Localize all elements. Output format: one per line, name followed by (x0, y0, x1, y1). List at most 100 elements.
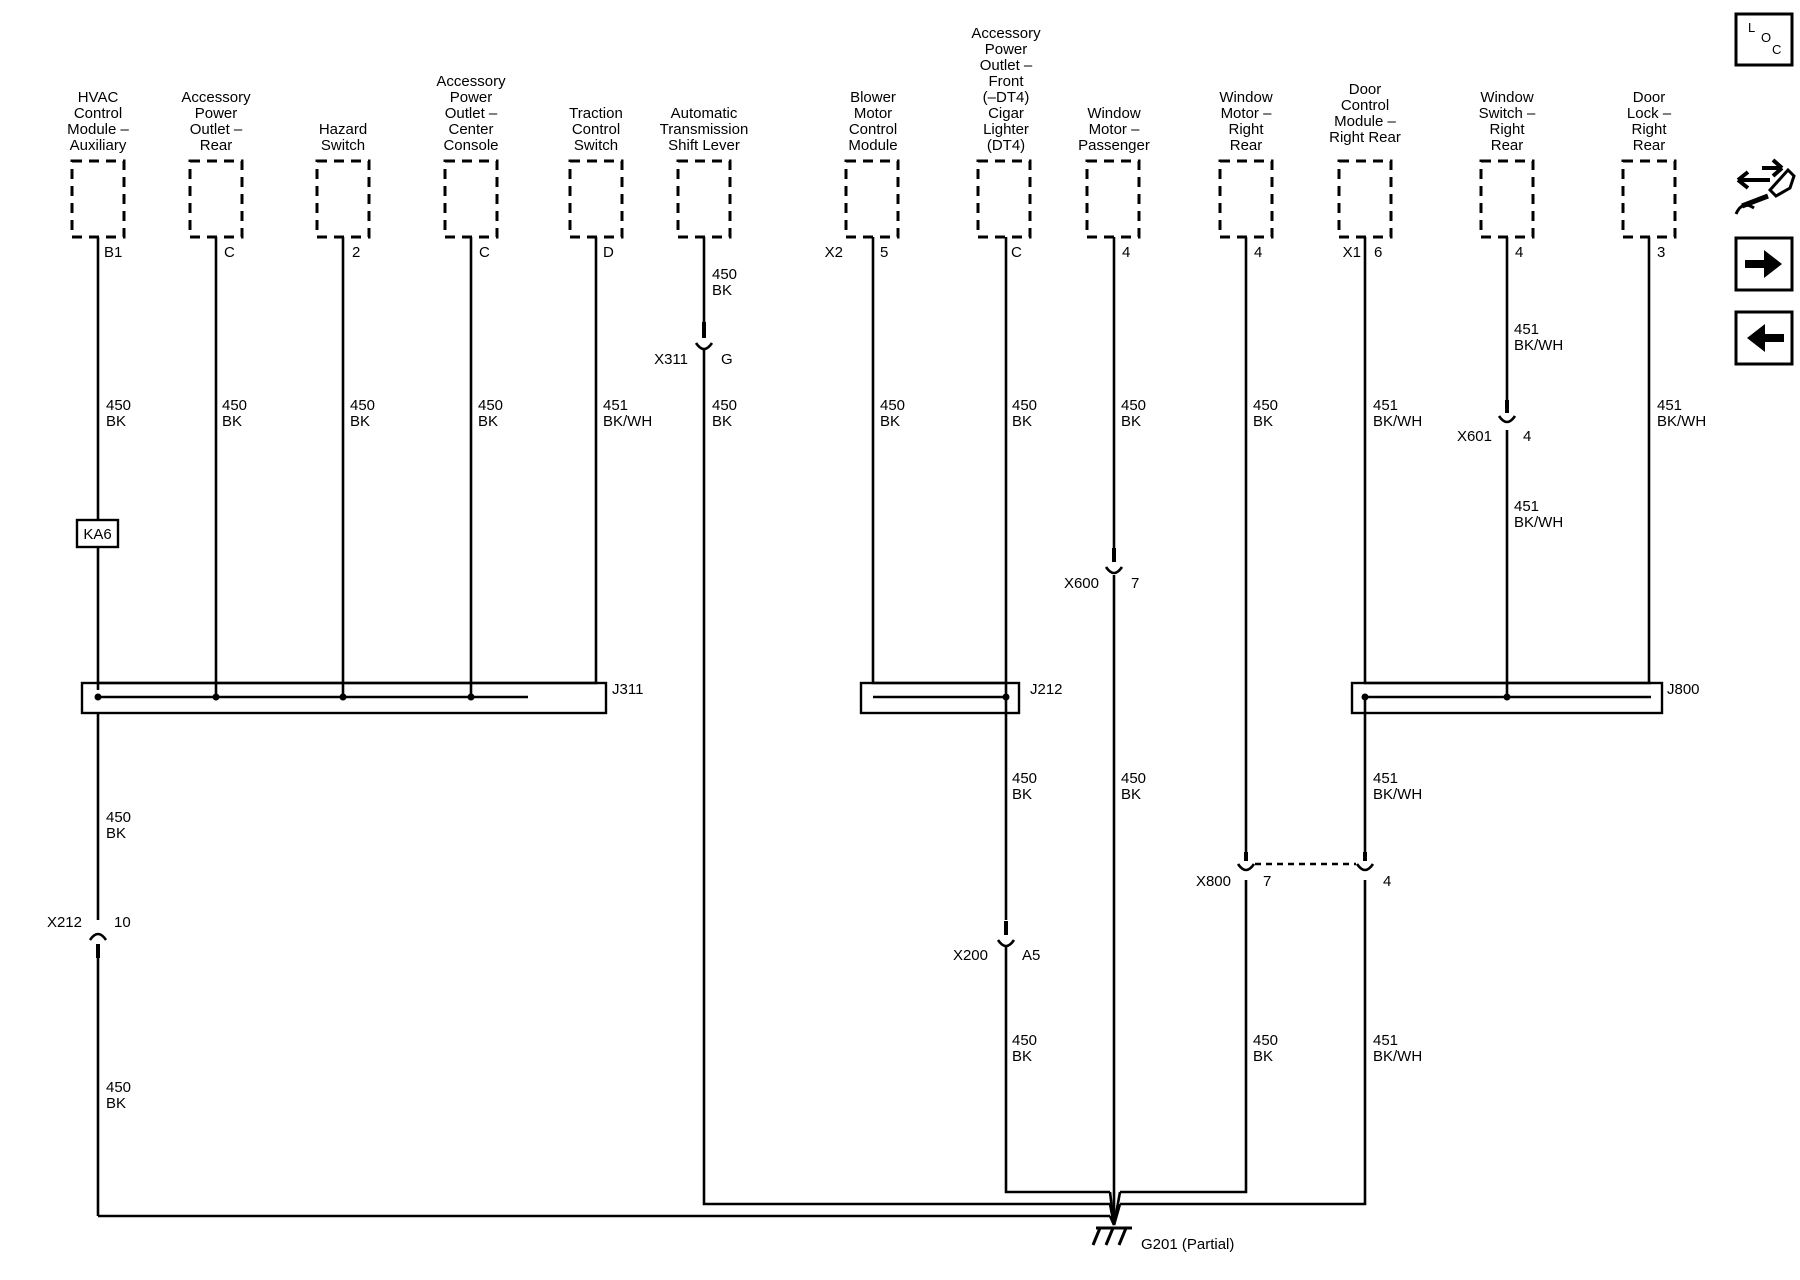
splice-label: J311 (612, 681, 643, 698)
inline-connector-pin: 10 (114, 914, 131, 931)
pin-label: 3 (1657, 244, 1665, 261)
nav-icons: L O C (1734, 12, 1796, 366)
wire-color: BK (880, 413, 900, 430)
component-name-line: Module – (67, 121, 129, 138)
wire-segment[interactable] (871, 237, 1006, 685)
inline-connector-label: X601 (1457, 428, 1492, 445)
component-name-line: Hazard (319, 121, 367, 138)
component-box-traction-switch[interactable] (568, 159, 624, 239)
splice-dot (1002, 693, 1010, 701)
component-box-apo-front[interactable] (976, 159, 1032, 239)
next-page-button[interactable] (1734, 236, 1794, 292)
connector-label: X1 (1343, 244, 1361, 261)
prev-page-button[interactable] (1734, 310, 1794, 366)
component-box-window-passenger[interactable] (1085, 159, 1141, 239)
component-name-line: Front (988, 73, 1024, 90)
component-name-line: Rear (1491, 137, 1524, 154)
component-box-window-switch-rr[interactable] (1479, 159, 1535, 239)
ka6-device[interactable]: KA6 (75, 518, 120, 549)
wire-segment[interactable] (1120, 880, 1248, 1194)
wire-circuit: 451 (1373, 1032, 1398, 1049)
wire-circuit: 450 (222, 397, 247, 414)
inline-connector-label: X200 (953, 947, 988, 964)
loc-button[interactable] (1734, 12, 1794, 67)
pin-label: B1 (104, 244, 122, 261)
component-name-line: Power (195, 105, 238, 122)
component-name-line: Automatic (671, 105, 738, 122)
wire-segment[interactable] (1004, 946, 1110, 1194)
arrow-right-icon (1745, 250, 1782, 278)
component-name-line: Center (448, 121, 493, 138)
wire-color: BK (1012, 1048, 1032, 1065)
splice-pack-j212[interactable] (859, 681, 1021, 715)
wrench-arrows-icon[interactable] (1734, 158, 1796, 215)
splice-dot (1503, 693, 1511, 701)
component-name-line: Switch – (1479, 105, 1536, 122)
wire-circuit: 450 (1253, 397, 1278, 414)
component-name-line: Right (1228, 121, 1264, 138)
component-box-door-lock-rr[interactable] (1621, 159, 1677, 239)
ground-symbol: G201 (Partial) (1091, 1226, 1234, 1253)
wire-color: BK (106, 825, 126, 842)
wire-circuit: 450 (712, 397, 737, 414)
component-box-door-module-rr[interactable] (1337, 159, 1393, 239)
component-name-line: Traction (569, 105, 623, 122)
wire-segment[interactable] (1120, 880, 1367, 1206)
component-name-line: Switch (574, 137, 618, 154)
component-name-line: Accessory (436, 73, 506, 90)
component-name-line: Control (1341, 97, 1389, 114)
wire-color: BK/WH (1514, 337, 1563, 354)
wire-circuit: 450 (1253, 1032, 1278, 1049)
splice-packs: J311 J212 J800 (80, 681, 1700, 715)
wire-segment[interactable] (702, 350, 1110, 1206)
splice-pack-j800[interactable] (1350, 681, 1664, 715)
wire-segment[interactable] (98, 237, 598, 685)
wire-segment[interactable] (1112, 1203, 1122, 1226)
component-name-line: Power (450, 89, 493, 106)
wire-circuit: 451 (603, 397, 628, 414)
wire-color: BK (1012, 786, 1032, 803)
inline-connector-pin: 4 (1523, 428, 1531, 445)
component-box-shift-lever[interactable] (676, 159, 732, 239)
component-box-hvac-aux[interactable] (70, 159, 126, 239)
inline-connector-symbol (1355, 863, 1375, 872)
wire-circuit: 450 (1121, 397, 1146, 414)
inline-connector-pin: A5 (1022, 947, 1040, 964)
wire-circuit: 450 (1012, 1032, 1037, 1049)
component-name-line: Window (1480, 89, 1534, 106)
component-box-blower-module[interactable] (844, 159, 900, 239)
component-name-line: Console (443, 137, 498, 154)
component-box-window-right-rear[interactable] (1218, 159, 1274, 239)
component-name-line: Lock – (1627, 105, 1672, 122)
component-name-line: Outlet – (980, 57, 1033, 74)
component-box-apo-center[interactable] (443, 159, 499, 239)
splice-label: J800 (1667, 681, 1700, 698)
wire-circuit: 451 (1373, 770, 1398, 787)
wire-color: BK (1253, 1048, 1273, 1065)
wire-color: BK (222, 413, 242, 430)
component-box-hazard-switch[interactable] (315, 159, 371, 239)
pin-label: 4 (1515, 244, 1523, 261)
component-box-apo-rear[interactable] (188, 159, 244, 239)
wire-color: BK (106, 1095, 126, 1112)
splice-dot (94, 693, 102, 701)
splice-pack-j311[interactable] (80, 681, 608, 715)
component-name-line: Module (848, 137, 897, 154)
component-name-line: Window (1219, 89, 1273, 106)
component-name-line: Right (1489, 121, 1525, 138)
component-name-line: Rear (200, 137, 233, 154)
wire-color: BK (712, 282, 732, 299)
wire-color: BK (478, 413, 498, 430)
loc-letter: O (1761, 30, 1771, 45)
arrow-left-icon (1747, 324, 1784, 352)
wire-circuit: 451 (1657, 397, 1682, 414)
